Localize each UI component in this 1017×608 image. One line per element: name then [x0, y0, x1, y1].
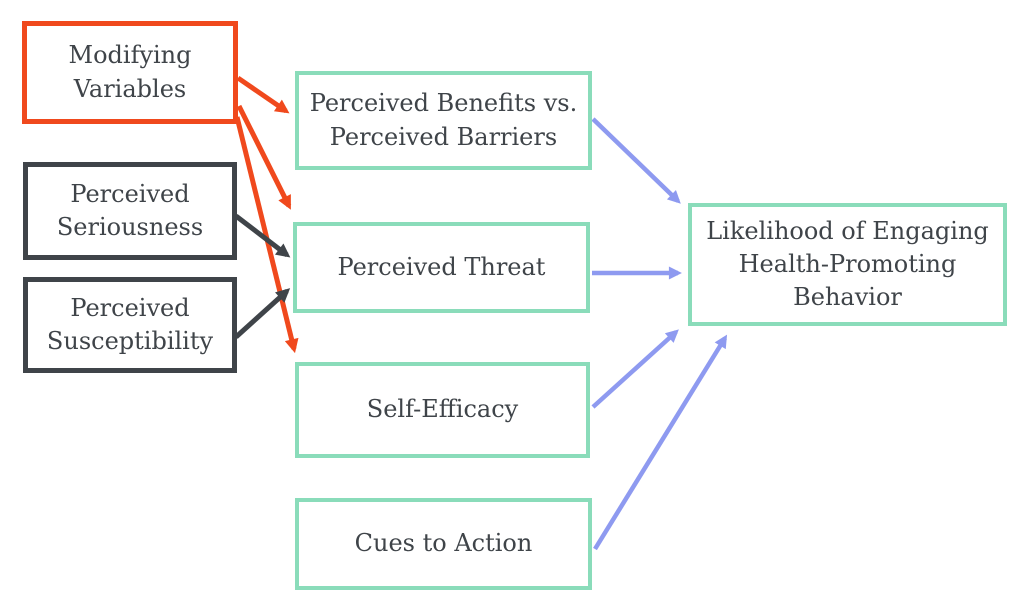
node-perceived-threat: Perceived Threat	[293, 222, 590, 313]
node-likelihood-of-engaging-label: Likelihood of Engaging Health-Promoting …	[706, 216, 989, 312]
node-self-efficacy-label: Self-Efficacy	[366, 395, 519, 424]
node-cues-to-action: Cues to Action	[295, 498, 592, 590]
node-perceived-susceptibility: Perceived Susceptibility	[23, 277, 237, 373]
node-perceived-susceptibility-label: Perceived Susceptibility	[46, 293, 214, 355]
node-perceived-threat-label: Perceived Threat	[337, 252, 546, 281]
edge-cues-to-action-to-likelihood	[593, 334, 728, 551]
edge-benefits-barriers-to-likelihood	[591, 117, 681, 204]
node-perceived-seriousness-label: Perceived Seriousness	[56, 179, 204, 241]
edge-modifying-variables-to-self-efficacy	[234, 116, 299, 354]
node-perceived-benefits-vs-barriers-label: Perceived Benefits vs. Perceived Barrier…	[309, 89, 578, 151]
node-perceived-seriousness: Perceived Seriousness	[23, 162, 237, 260]
node-cues-to-action-label: Cues to Action	[354, 529, 533, 558]
edge-perceived-seriousness-to-perceived-threat	[234, 214, 291, 258]
edge-perceived-susceptibility-to-perceived-threat	[234, 288, 291, 339]
node-perceived-benefits-vs-barriers: Perceived Benefits vs. Perceived Barrier…	[295, 71, 592, 170]
edge-modifying-variables-to-perceived-threat	[236, 104, 292, 210]
node-modifying-variables: Modifying Variables	[22, 21, 238, 124]
edge-modifying-variables-to-benefits-barriers	[236, 75, 290, 114]
node-modifying-variables-label: Modifying Variables	[68, 41, 192, 103]
node-likelihood-of-engaging: Likelihood of Engaging Health-Promoting …	[688, 203, 1007, 326]
edge-self-efficacy-to-likelihood	[591, 329, 679, 409]
node-self-efficacy: Self-Efficacy	[295, 362, 590, 458]
